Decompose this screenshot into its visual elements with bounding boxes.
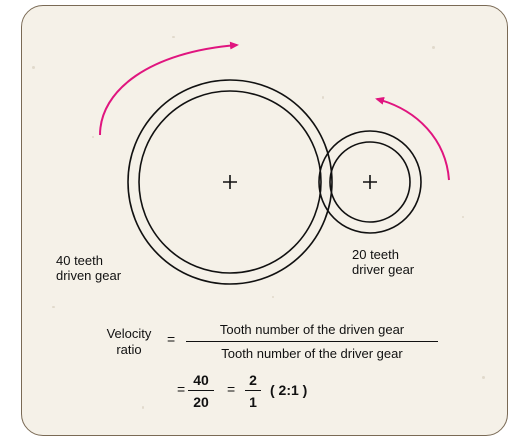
driven-gear-center-mark bbox=[223, 175, 237, 189]
driver-gear bbox=[318, 130, 422, 234]
result-denominator: 1 bbox=[249, 394, 257, 410]
driver-gear-center-mark bbox=[363, 175, 377, 189]
driven-gear-label: 40 teeth driven gear bbox=[56, 253, 121, 283]
velocity-ratio-term: Velocity ratio bbox=[99, 326, 159, 358]
driver-gear-teeth-text: 20 teeth bbox=[352, 247, 399, 262]
driven-gear-teeth-text: 40 teeth bbox=[56, 253, 103, 268]
result-fraction-line bbox=[245, 390, 261, 392]
driver-gear-role-text: driver gear bbox=[352, 262, 415, 277]
value-fraction-line bbox=[188, 390, 214, 392]
equals-sign-3: = bbox=[227, 381, 236, 397]
ratio-denominator: Tooth number of the driver gear bbox=[221, 346, 403, 361]
driver-gear-rotation-arrow bbox=[375, 96, 450, 181]
velocity-ratio-line1: Velocity bbox=[106, 326, 152, 341]
ratio-text: ( 2:1 ) bbox=[270, 382, 308, 398]
velocity-ratio-line2: ratio bbox=[116, 342, 142, 357]
driver-gear-label: 20 teeth driver gear bbox=[352, 247, 414, 277]
ratio-numerator: Tooth number of the driven gear bbox=[219, 322, 405, 337]
diagram-card bbox=[21, 5, 508, 436]
result-numerator: 2 bbox=[249, 372, 257, 388]
driver-gear-outer-circle bbox=[318, 130, 422, 234]
value-numerator: 40 bbox=[193, 372, 209, 388]
driven-gear bbox=[127, 79, 333, 285]
equals-sign: = bbox=[167, 331, 176, 347]
driven-gear-outer-circle bbox=[127, 79, 333, 285]
equals-sign-2: = bbox=[177, 381, 186, 397]
ratio-fraction-line bbox=[186, 341, 438, 343]
driven-gear-inner-circle bbox=[138, 90, 322, 274]
driven-gear-role-text: driven gear bbox=[56, 268, 122, 283]
value-denominator: 20 bbox=[193, 394, 209, 410]
driven-gear-rotation-arrow bbox=[99, 41, 239, 136]
driver-gear-inner-circle bbox=[329, 141, 411, 223]
